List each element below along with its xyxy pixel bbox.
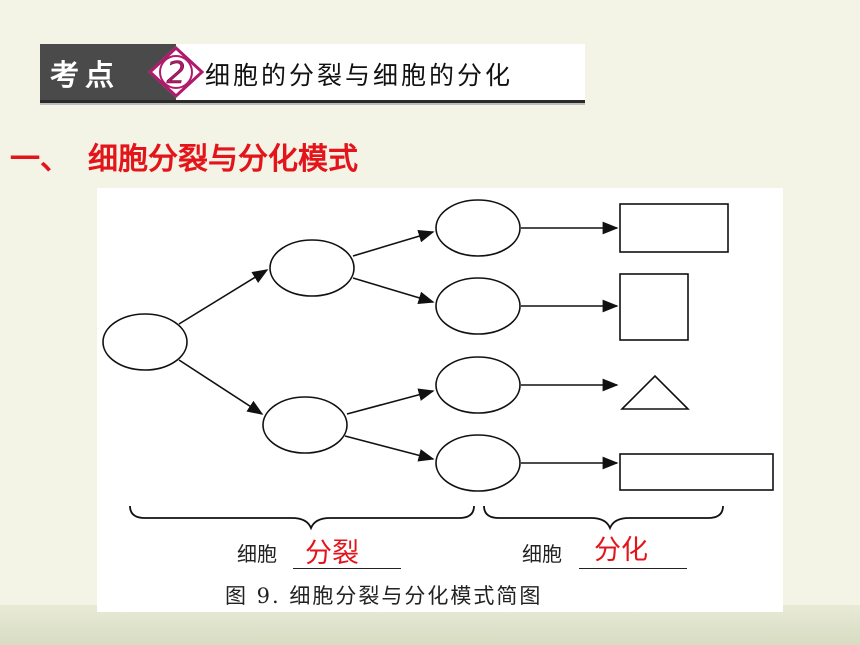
diagram-panel: 细胞 分裂 细胞 分化 图 9. 细胞分裂与分化模式简图 xyxy=(97,188,783,612)
figure-caption: 图 9. 细胞分裂与分化模式简图 xyxy=(225,584,543,608)
banner-title: 细胞的分裂与细胞的分化 xyxy=(205,61,514,90)
differentiation-brace xyxy=(483,505,724,531)
division-label: 细胞 xyxy=(237,542,277,566)
banner-number: 2 xyxy=(166,56,185,91)
daughter-cell-2 xyxy=(262,396,348,454)
long-rectangle-cell xyxy=(619,453,774,491)
wide-rectangle-cell xyxy=(619,203,729,253)
daughter-cell-1 xyxy=(269,239,355,297)
section-number: 一、 xyxy=(10,142,70,177)
division-brace xyxy=(129,505,475,531)
arrow-parent-to-cell-1 xyxy=(178,269,269,325)
topic-banner: 考点 2 细胞的分裂与细胞的分化 xyxy=(40,44,585,103)
parent-cell xyxy=(102,313,188,371)
arrow-cell-1-to-gd-1 xyxy=(352,230,435,257)
granddaughter-cell-1 xyxy=(435,199,521,257)
number-badge-icon: 2 xyxy=(147,45,230,99)
triangle-cell xyxy=(620,374,690,410)
arrow-cell-1-to-gd-2 xyxy=(352,277,435,304)
banner-label: 考点 xyxy=(50,58,121,92)
division-answer: 分裂 xyxy=(305,538,359,569)
differentiation-answer: 分化 xyxy=(594,535,648,566)
differentiation-blank xyxy=(579,568,687,569)
arrow-cell-2-to-gd-4 xyxy=(344,435,435,462)
arrow-parent-to-cell-2 xyxy=(178,359,264,415)
granddaughter-cell-4 xyxy=(435,434,521,492)
section-heading: 一、细胞分裂与分化模式 xyxy=(10,134,358,178)
division-differentiation-diagram xyxy=(102,199,774,531)
division-blank xyxy=(293,568,401,569)
differentiation-label: 细胞 xyxy=(522,542,562,566)
section-title: 细胞分裂与分化模式 xyxy=(88,142,358,177)
granddaughter-cell-3 xyxy=(435,356,521,414)
arrow-cell-2-to-gd-3 xyxy=(346,388,435,415)
square-cell xyxy=(619,273,689,341)
granddaughter-cell-2 xyxy=(435,277,521,335)
